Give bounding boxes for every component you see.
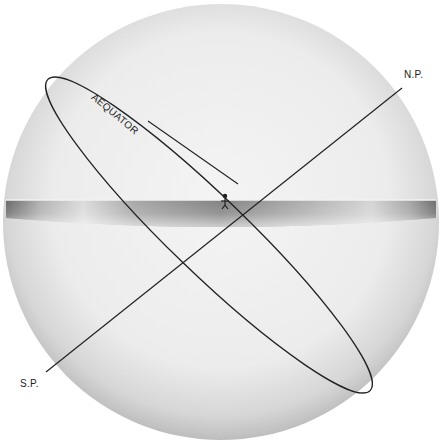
pole-label: S.P. [20,379,39,389]
horizon-shade [6,200,436,227]
observer-figure [221,194,229,209]
polar-axis [46,88,402,372]
sphere [3,4,439,440]
equator-ellipse [21,52,396,418]
horizon-edge [6,199,436,201]
pole-label: N.P. [404,70,423,80]
horizon-plane [6,200,436,227]
leader-line [148,121,238,184]
